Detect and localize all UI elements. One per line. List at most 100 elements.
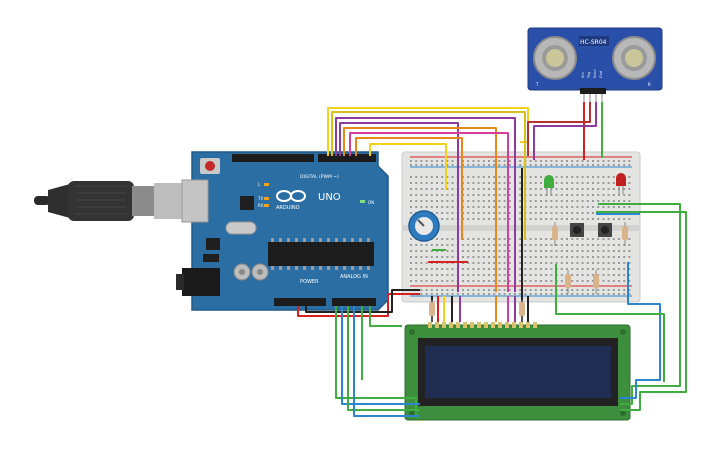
breadboard-hole	[503, 206, 506, 208]
breadboard-hole	[425, 244, 428, 246]
breadboard-hole	[430, 244, 433, 246]
breadboard-hole	[571, 176, 574, 178]
breadboard-hole	[493, 206, 496, 208]
wire-analog-a1	[341, 306, 420, 405]
breadboard-hole	[545, 289, 548, 291]
breadboard-hole	[472, 238, 475, 240]
lcd-pin	[498, 322, 502, 328]
breadboard-hole	[482, 212, 485, 214]
lcd-pin	[428, 322, 432, 328]
breadboard-hole	[612, 274, 615, 276]
push-button-1[interactable]	[570, 223, 584, 237]
breadboard-hole	[612, 256, 615, 258]
breadboard-hole	[467, 182, 470, 184]
breadboard-hole	[519, 238, 522, 240]
breadboard-hole	[529, 160, 532, 162]
breadboard-hole	[482, 194, 485, 196]
breadboard-hole	[425, 176, 428, 178]
breadboard-hole	[410, 206, 412, 208]
breadboard-hole	[597, 244, 600, 246]
breadboard-hole	[581, 188, 584, 190]
breadboard-hole	[498, 244, 501, 246]
breadboard-hole	[571, 194, 574, 196]
breadboard-hole	[462, 244, 464, 246]
breadboard-hole	[607, 238, 610, 240]
breadboard-hole	[545, 194, 548, 196]
breadboard-hole	[566, 244, 568, 246]
breadboard-hole	[592, 200, 594, 202]
breadboard-hole	[628, 194, 631, 196]
breadboard-hole	[612, 293, 615, 295]
breadboard-hole	[420, 268, 423, 270]
breadboard-hole	[529, 200, 532, 202]
breadboard-hole	[592, 256, 594, 258]
breadboard-hole	[623, 164, 626, 166]
breadboard-hole	[529, 293, 532, 295]
breadboard-hole	[607, 176, 610, 178]
breadboard-hole	[451, 188, 454, 190]
breadboard-hole	[467, 293, 470, 295]
breadboard-hole	[607, 274, 610, 276]
breadboard-hole	[550, 206, 553, 208]
breadboard-hole	[623, 244, 626, 246]
breadboard-hole	[618, 256, 620, 258]
breadboard-hole	[519, 200, 522, 202]
breadboard-hole	[612, 200, 615, 202]
breadboard-hole	[550, 244, 553, 246]
breadboard-hole	[467, 268, 470, 270]
breadboard-hole	[498, 280, 501, 282]
breadboard-hole	[560, 182, 563, 184]
breadboard-hole	[519, 293, 522, 295]
lcd-pin	[442, 322, 446, 328]
breadboard-hole	[545, 218, 548, 220]
lcd-pin	[477, 322, 481, 328]
breadboard-hole	[628, 176, 631, 178]
breadboard-hole	[571, 206, 574, 208]
breadboard-hole	[586, 250, 589, 252]
breadboard-hole	[410, 238, 412, 240]
breadboard-hole	[441, 244, 444, 246]
breadboard-hole	[534, 182, 537, 184]
breadboard-hole	[592, 293, 594, 295]
breadboard-hole	[472, 206, 475, 208]
breadboard-hole	[540, 293, 542, 295]
potentiometer[interactable]	[408, 210, 440, 242]
breadboard-hole	[576, 262, 579, 264]
breadboard-hole	[441, 212, 444, 214]
push-button-2[interactable]	[598, 223, 612, 237]
breadboard-hole	[493, 293, 496, 295]
breadboard-hole	[488, 176, 490, 178]
breadboard-hole	[571, 256, 574, 258]
breadboard-hole	[420, 244, 423, 246]
breadboard-hole	[425, 188, 428, 190]
breadboard-hole	[524, 280, 527, 282]
breadboard-hole	[472, 164, 475, 166]
breadboard-hole	[571, 274, 574, 276]
breadboard-hole	[540, 250, 542, 252]
breadboard-hole	[436, 206, 438, 208]
wire-gnd-black	[305, 289, 420, 313]
breadboard-hole	[540, 164, 542, 166]
breadboard-hole	[425, 289, 428, 291]
breadboard-hole	[540, 289, 542, 291]
lcd-pin	[526, 322, 530, 328]
breadboard-hole	[597, 200, 600, 202]
breadboard-hole	[498, 212, 501, 214]
breadboard-hole	[488, 238, 490, 240]
breadboard-hole	[607, 280, 610, 282]
breadboard-hole	[581, 194, 584, 196]
breadboard-hole	[498, 293, 501, 295]
breadboard-hole	[540, 188, 542, 190]
breadboard-hole	[534, 268, 537, 270]
breadboard-hole	[576, 289, 579, 291]
breadboard-hole	[441, 200, 444, 202]
breadboard-hole	[508, 289, 511, 291]
breadboard-hole	[451, 206, 454, 208]
breadboard-hole	[592, 289, 594, 291]
breadboard-hole	[472, 218, 475, 220]
breadboard-hole	[493, 256, 496, 258]
breadboard-hole	[540, 160, 542, 162]
breadboard-hole	[451, 200, 454, 202]
breadboard-hole	[628, 268, 631, 270]
